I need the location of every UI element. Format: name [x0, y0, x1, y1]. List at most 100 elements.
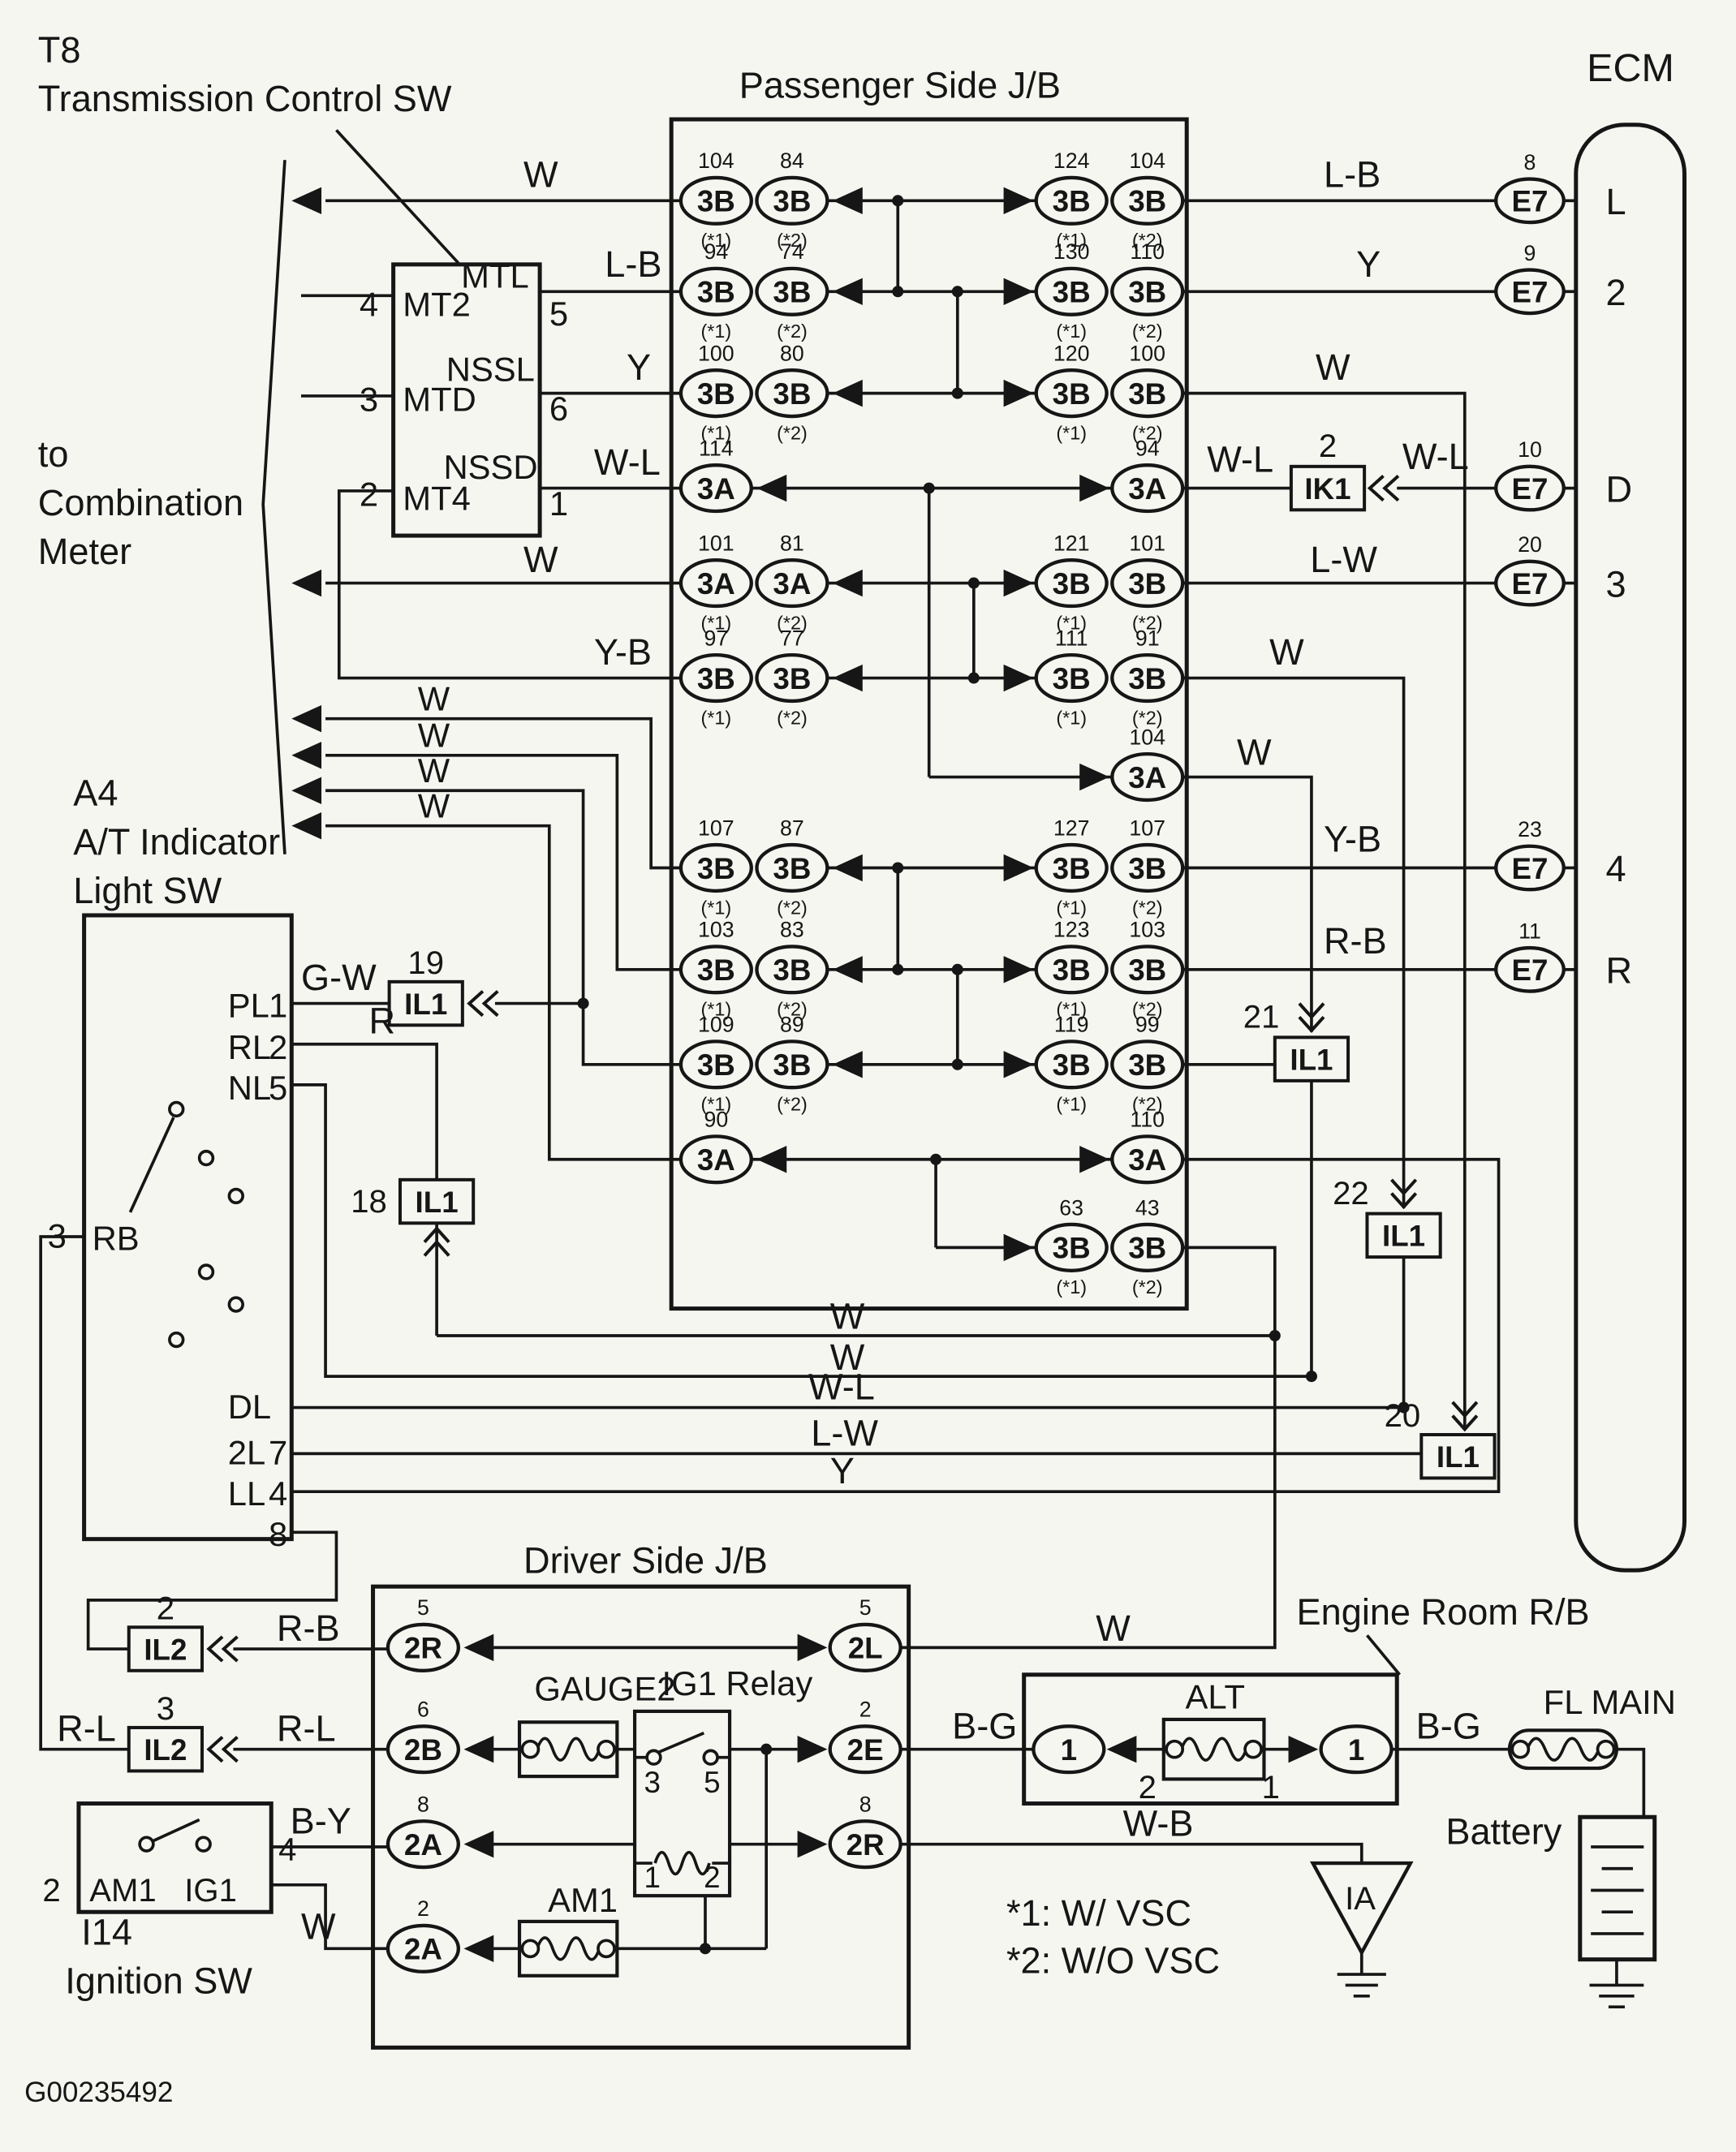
wire-arrow [1003, 569, 1034, 597]
terminal-oval [1034, 557, 1109, 609]
terminal-oval [1034, 1039, 1109, 1090]
diagram-label: 2 [1606, 272, 1626, 313]
diagram-label: Ignition SW [65, 1960, 252, 2001]
terminal-variant-note: (*1) [1056, 999, 1087, 1020]
junction-dot [951, 286, 963, 298]
diagram-label: W [830, 1336, 865, 1378]
terminal-pin-number: 114 [699, 436, 734, 460]
terminal-oval [828, 1622, 902, 1672]
terminal-label: 3B [697, 852, 735, 885]
terminal-variant-note: (*2) [777, 422, 808, 443]
terminal-label: 3B [1128, 377, 1166, 411]
wire-line [325, 753, 681, 971]
terminal-pin-number: 77 [780, 626, 804, 650]
diagram-label: 19 [407, 945, 444, 981]
contact-circle [168, 1100, 185, 1118]
wire-arrow [463, 1830, 494, 1858]
terminal-variant-note: (*1) [1056, 230, 1087, 251]
terminal-oval [678, 842, 753, 893]
switch-lever [658, 1731, 705, 1754]
terminal-label: 2B [404, 1733, 442, 1767]
terminal-variant-note: (*1) [701, 422, 732, 443]
diagram-label: 2 [704, 1861, 720, 1894]
terminal-oval [1034, 1222, 1109, 1272]
junction-dot [1398, 1401, 1410, 1414]
terminal-label: 3B [1053, 662, 1091, 695]
wire-arrow [1003, 1233, 1034, 1262]
connector-chevron [206, 1736, 224, 1763]
terminal-pin-number: 110 [1130, 239, 1165, 264]
diagram-label: T8 [38, 29, 81, 71]
terminal-label: E7 [1512, 852, 1549, 885]
terminal-oval [1110, 175, 1185, 226]
terminal-oval [1110, 266, 1185, 316]
diagram-label: B-G [952, 1705, 1017, 1746]
terminal-variant-note: (*1) [701, 230, 732, 251]
terminal-variant-note: (*2) [1132, 999, 1163, 1020]
contact-circle [195, 1836, 212, 1853]
switch-lever [151, 1818, 200, 1843]
terminal-pin-number: 8 [417, 1793, 429, 1817]
terminal-pin-number: 11 [1518, 919, 1541, 943]
terminal-label: 3B [1053, 953, 1091, 987]
terminal-label: 3B [697, 953, 735, 987]
diagram-label: 8 [269, 1515, 287, 1553]
terminal-variant-note: (*1) [701, 1094, 732, 1115]
terminal-label: E7 [1512, 567, 1549, 600]
terminal-label: 3B [773, 377, 811, 411]
terminal-pin-number: 94 [1135, 436, 1160, 460]
wire-arrow [1106, 1735, 1137, 1763]
wire-arrow [463, 1735, 494, 1763]
wire-arrow [1003, 1051, 1034, 1078]
terminal-oval [828, 1819, 902, 1870]
terminal-oval [1034, 842, 1109, 893]
terminal-oval [678, 1134, 753, 1185]
contact-circle [1165, 1739, 1185, 1759]
diagram-label: MTD [403, 380, 476, 418]
diagram-label: W [830, 1296, 865, 1337]
driver-jb-box [371, 1584, 911, 2050]
diagram-label: W-L [1207, 439, 1273, 480]
terminal-oval [1110, 751, 1185, 803]
terminal-label: 3B [1053, 567, 1091, 600]
terminal-variant-note: (*2) [777, 321, 808, 342]
diagram-label: 4 [278, 1832, 296, 1868]
combination-meter-brace [261, 160, 286, 854]
wire-arrow [1003, 854, 1034, 882]
terminal-oval [386, 1724, 461, 1775]
diagram-label: 2 [42, 1873, 60, 1909]
terminal-label: 1 [1061, 1733, 1077, 1767]
terminal-oval [1034, 368, 1109, 419]
terminal-oval [678, 945, 753, 995]
connector-chevron [206, 1635, 224, 1663]
terminal-label: 3B [1128, 852, 1166, 885]
diagram-label: 2L [228, 1434, 265, 1472]
battery-box [1578, 1814, 1657, 1962]
terminal-label: 2A [404, 1933, 442, 1966]
connector-chevron [1390, 1192, 1418, 1210]
diagram-label: Y [830, 1450, 855, 1491]
diagram-label: L-W [1310, 539, 1377, 580]
terminal-pin-number: 127 [1053, 816, 1090, 840]
terminal-oval [755, 266, 829, 316]
terminal-oval [828, 1724, 902, 1775]
terminal-pin-number: 104 [1129, 725, 1165, 749]
terminal-oval [1034, 945, 1109, 995]
contact-circle [597, 1939, 616, 1959]
terminal-oval [1110, 945, 1185, 995]
terminal-oval [1110, 1134, 1185, 1185]
diagram-label: NSSL [446, 351, 535, 389]
contact-circle [645, 1749, 662, 1766]
terminal-label: 2R [846, 1828, 885, 1861]
terminal-label: 3B [1053, 185, 1091, 218]
terminal-pin-number: 8 [859, 1793, 872, 1817]
diagram-label: RB [93, 1220, 140, 1258]
terminal-label: E7 [1512, 185, 1549, 218]
ia-connector-triangle [1309, 1861, 1414, 1956]
terminal-variant-note: (*2) [777, 230, 808, 251]
diagram-label: 4 [360, 285, 378, 323]
contact-circle [1596, 1739, 1616, 1759]
wire-arrow [1079, 1146, 1109, 1173]
diagram-label: Engine Room R/B [1297, 1591, 1590, 1633]
terminal-oval [1110, 463, 1185, 514]
